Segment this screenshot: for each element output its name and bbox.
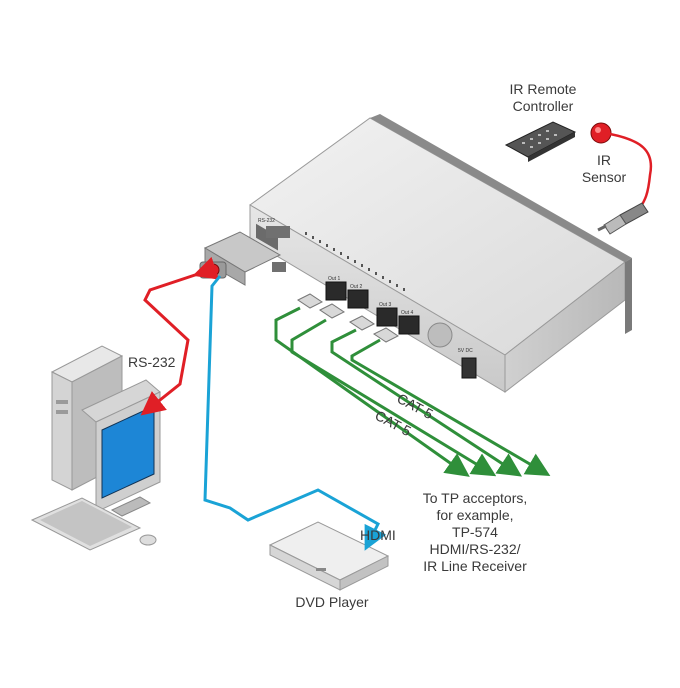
hdmi-label: HDMI — [360, 527, 396, 543]
ir-jack — [597, 202, 649, 235]
tp-label-line2: for example, — [436, 507, 514, 523]
power-label: 5V DC — [458, 348, 473, 354]
out3-label: Out 3 — [379, 302, 391, 308]
tp-label-line5: IR Line Receiver — [423, 558, 527, 574]
computer — [30, 345, 161, 551]
rs232-cable — [140, 256, 220, 416]
out4-label: Out 4 — [401, 310, 413, 316]
hdmi-cable — [203, 275, 387, 551]
tp-label-line1: To TP acceptors, — [422, 490, 528, 506]
rj45-plugs — [297, 293, 399, 343]
tp-label-line4: HDMI/RS-232/ — [429, 541, 521, 557]
out2-label: Out 2 — [350, 284, 362, 290]
ir-cable — [609, 132, 653, 209]
cat5-cables — [274, 306, 551, 477]
tp-acceptors-label: To TP acceptors, for example, TP-574 HDM… — [400, 490, 550, 575]
ir-remote-label-line1: IR Remote — [509, 81, 577, 97]
out1-label: Out 1 — [328, 276, 340, 282]
ir-remote-label: IR Remote Controller — [488, 81, 598, 115]
rs232-port-label: RS-232 — [258, 218, 275, 224]
rs232-label: RS-232 — [128, 354, 176, 370]
ir-sensor-label-line2: Sensor — [581, 169, 627, 185]
main-device: RS-232 Out 1 Out 2 Out 3 Out 4 5V DC — [249, 114, 632, 394]
ir-sensor-label: IR Sensor — [574, 152, 634, 186]
ir-sensor-label-line1: IR — [597, 152, 611, 168]
ir-remote-label-line2: Controller — [512, 98, 574, 114]
dvd-player — [268, 521, 390, 591]
dvd-player-label: DVD Player — [295, 594, 369, 610]
ir-sensor — [590, 122, 612, 144]
tp-label-line3: TP-574 — [452, 524, 498, 540]
ir-remote-controller — [504, 121, 577, 162]
